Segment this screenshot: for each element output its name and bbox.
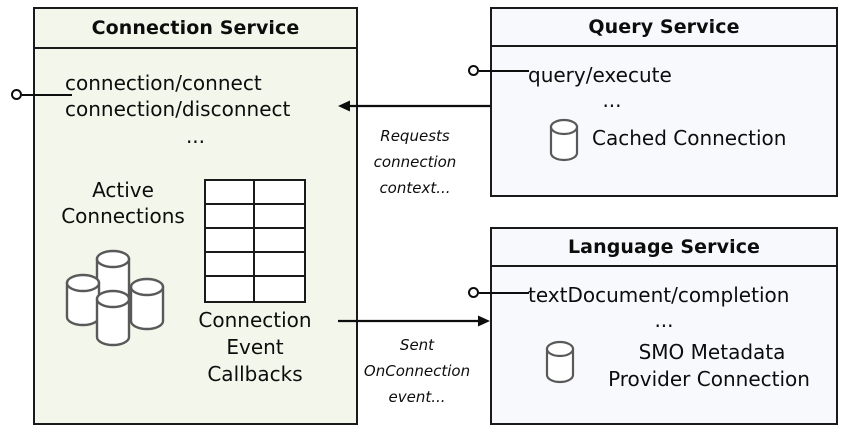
query-to-connection-label-line1: Requests xyxy=(380,127,450,145)
callbacks-label-line1: Connection xyxy=(198,308,312,332)
connection-to-language-label-line2: OnConnection xyxy=(363,362,471,380)
language-service-body: textDocument/completion ... SMO Metadata… xyxy=(492,267,836,423)
table-cell xyxy=(206,181,255,205)
query-service-lollipop-interface-icon[interactable] xyxy=(468,65,479,76)
cached-connection-label: Cached Connection xyxy=(592,126,787,150)
query-to-connection-label-line2: connection xyxy=(373,153,457,171)
query-service-operation-1: query/execute xyxy=(528,63,672,87)
table-cell xyxy=(255,205,304,229)
connection-service-lollipop-interface-icon[interactable] xyxy=(11,89,22,100)
cached-connection-database-cylinder-icon xyxy=(549,118,579,162)
language-service-lollipop-interface-icon[interactable] xyxy=(468,287,479,298)
table-cell xyxy=(206,205,255,229)
smo-metadata-database-cylinder-icon xyxy=(545,340,575,384)
connection-service-operations-ellipsis: ... xyxy=(185,124,206,148)
connection-service-operation-2: connection/disconnect xyxy=(65,97,291,121)
language-service-title: Language Service xyxy=(492,229,836,267)
connection-to-language-label-line1: Sent xyxy=(399,336,435,354)
query-service-box[interactable]: Query Service query/execute ... Cached C… xyxy=(490,7,838,197)
table-cell xyxy=(206,229,255,253)
active-connections-label-line1: Active xyxy=(92,178,154,202)
connection-service-box[interactable]: Connection Service connection/connect co… xyxy=(33,7,358,425)
connection-service-body: connection/connect connection/disconnect… xyxy=(35,49,356,423)
connection-event-callbacks-table xyxy=(204,179,306,303)
query-service-title: Query Service xyxy=(492,9,836,47)
table-cell xyxy=(255,277,304,301)
connection-to-language-label-line3: event... xyxy=(388,388,446,406)
table-cell xyxy=(255,253,304,277)
table-cell xyxy=(255,181,304,205)
table-cell xyxy=(255,229,304,253)
callbacks-label-line3: Callbacks xyxy=(207,362,303,386)
connection-service-title: Connection Service xyxy=(35,9,356,49)
active-connections-cylinder-cluster-icon xyxy=(65,249,165,347)
connection-to-language-arrow xyxy=(338,315,490,327)
query-to-connection-label-line3: context... xyxy=(379,179,451,197)
query-service-operations-ellipsis: ... xyxy=(602,88,622,112)
table-cell xyxy=(206,253,255,277)
table-cell xyxy=(206,277,255,301)
query-service-interface-line xyxy=(479,70,529,72)
language-service-interface-line xyxy=(479,292,529,294)
connection-service-interface-line xyxy=(22,94,72,96)
smo-metadata-label-line2: Provider Connection xyxy=(608,367,810,391)
query-to-connection-arrow xyxy=(338,100,490,112)
callbacks-label-line2: Event xyxy=(226,335,284,359)
smo-metadata-label-line1: SMO Metadata xyxy=(638,340,786,364)
language-service-operations-ellipsis: ... xyxy=(654,308,674,332)
language-service-box[interactable]: Language Service textDocument/completion… xyxy=(490,227,838,425)
query-service-body: query/execute ... Cached Connection xyxy=(492,47,836,195)
connection-service-operation-1: connection/connect xyxy=(65,71,262,95)
language-service-operation-1: textDocument/completion xyxy=(528,283,790,307)
active-connections-label-line2: Connections xyxy=(61,204,185,228)
